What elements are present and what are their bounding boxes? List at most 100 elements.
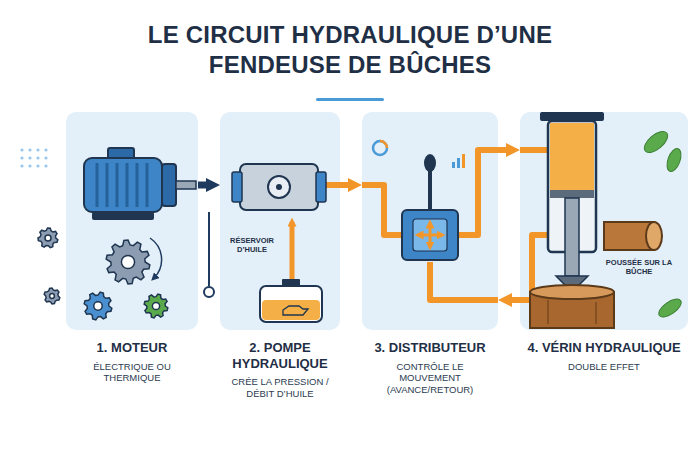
process-panel: 3. DISTRIBUTEURCONTRÔLE LE MOUVEMENT (AV…	[362, 112, 498, 396]
hydraulic-cylinder	[550, 190, 594, 198]
step-heading: 2. POMPE HYDRAULIQUE	[220, 340, 340, 371]
gauge-icon	[380, 141, 387, 148]
rotation-arrow	[150, 238, 162, 278]
title-underline	[316, 98, 384, 101]
log	[604, 222, 654, 250]
gear-hub	[45, 235, 51, 241]
log-stump	[530, 292, 614, 328]
pump-illustration	[326, 182, 340, 188]
part-label: RÉSERVOIR D’HUILE	[224, 236, 280, 255]
gauge-icon	[457, 158, 460, 168]
hydraulic-pipe	[520, 235, 548, 300]
gear-hub	[152, 302, 159, 309]
gear-symbol	[144, 294, 168, 318]
pump-illustration	[240, 164, 318, 210]
motor-illustration	[146, 163, 149, 207]
step-description: ÉLECTRIQUE OU THERMIQUE	[78, 361, 186, 385]
dot-pattern	[44, 164, 47, 167]
hydraulic-pipe	[362, 185, 402, 235]
step-description: CONTRÔLE LE MOUVEMENT (AVANCE/RETOUR)	[376, 361, 484, 397]
log	[646, 222, 662, 250]
hydraulic-cylinder	[550, 123, 594, 191]
motor-illustration	[108, 148, 134, 160]
process-panel: 2. POMPE HYDRAULIQUE CRÉE LA PRESSION / D…	[220, 112, 340, 400]
gear-symbol	[106, 240, 150, 284]
gear-symbol	[84, 292, 112, 320]
panel-background	[362, 112, 498, 330]
dot-pattern	[44, 156, 47, 159]
dot-pattern	[28, 156, 31, 159]
hydraulic-cylinder	[548, 121, 596, 252]
pump-illustration	[316, 172, 326, 202]
hydraulic-pipe	[458, 150, 498, 235]
pump-illustration	[268, 176, 290, 198]
oil-reservoir	[282, 279, 300, 287]
log-stump	[530, 285, 614, 328]
hydraulic-cylinder	[556, 276, 588, 292]
gauge-icon	[462, 154, 465, 168]
gear-symbol	[84, 292, 112, 320]
gear-hub	[121, 255, 134, 268]
gear-symbol	[44, 288, 60, 304]
panel-background	[220, 112, 340, 330]
part-label: POUSSÉE SUR LA BÛCHE	[604, 258, 674, 277]
log-stump	[530, 285, 614, 299]
suction-arrow	[290, 222, 295, 280]
signal-line	[204, 212, 214, 297]
oil-reservoir	[262, 300, 320, 320]
panel-background	[66, 112, 198, 330]
dot-pattern	[28, 164, 31, 167]
motor-illustration	[136, 163, 139, 207]
dot-pattern	[20, 148, 23, 151]
hydraulic-pipe	[520, 147, 548, 153]
gear-symbol	[38, 228, 58, 248]
log-stump	[547, 300, 549, 324]
dot-pattern	[44, 148, 47, 151]
distributor-valve	[419, 234, 441, 237]
hydraulic-pipe	[430, 262, 498, 300]
hydraulic-pipe	[362, 150, 548, 300]
motor-illustration	[116, 163, 119, 207]
motor-illustration	[97, 163, 147, 207]
step-heading: 4. VÉRIN HYDRAULIQUE	[520, 340, 688, 356]
motor-illustration	[126, 163, 129, 207]
pump-illustration	[276, 184, 282, 190]
diagram-title: LE CIRCUIT HYDRAULIQUE D’UNE FENDEUSE DE…	[140, 20, 560, 80]
gear-symbol	[44, 288, 60, 304]
oil-reservoir	[260, 286, 322, 322]
leaf	[656, 296, 684, 321]
process-panel: 4. VÉRIN HYDRAULIQUE DOUBLE EFFET	[520, 112, 688, 372]
leaf	[641, 128, 671, 157]
distributor-valve	[428, 170, 432, 210]
motor-illustration	[96, 163, 99, 207]
gear-hub	[50, 294, 55, 299]
gear-hub	[94, 302, 102, 310]
leaf	[641, 128, 684, 321]
flow-arrow	[340, 182, 348, 188]
dot-pattern	[36, 148, 39, 151]
motor-illustration	[92, 212, 154, 220]
hydraulic-cylinder	[565, 198, 579, 276]
step-description: DOUBLE EFFET	[550, 361, 658, 373]
pump-illustration	[232, 172, 242, 202]
pump-illustration	[232, 164, 340, 210]
gear-symbol	[38, 228, 58, 248]
motor-illustration	[176, 181, 196, 189]
gear-symbol	[144, 294, 168, 318]
dot-pattern	[36, 164, 39, 167]
flow-arrow	[512, 297, 520, 303]
distributor-valve	[424, 154, 436, 172]
gear-symbol	[38, 228, 168, 320]
distributor-valve	[402, 154, 458, 260]
process-panel: 1. MOTEURÉLECTRIQUE OU THERMIQUE	[66, 112, 198, 384]
distributor-valve	[402, 210, 458, 260]
hydraulic-cylinder	[540, 112, 604, 121]
motor-illustration	[162, 164, 176, 206]
motor-illustration	[84, 148, 196, 220]
step-description: CRÉE LA PRESSION / DÉBIT D’HUILE	[226, 376, 334, 400]
title-block: LE CIRCUIT HYDRAULIQUE D’UNE FENDEUSE DE…	[140, 20, 560, 80]
log	[604, 222, 662, 250]
hydraulic-cylinder	[540, 112, 604, 292]
motor-illustration	[106, 163, 109, 207]
leaf	[664, 147, 683, 174]
